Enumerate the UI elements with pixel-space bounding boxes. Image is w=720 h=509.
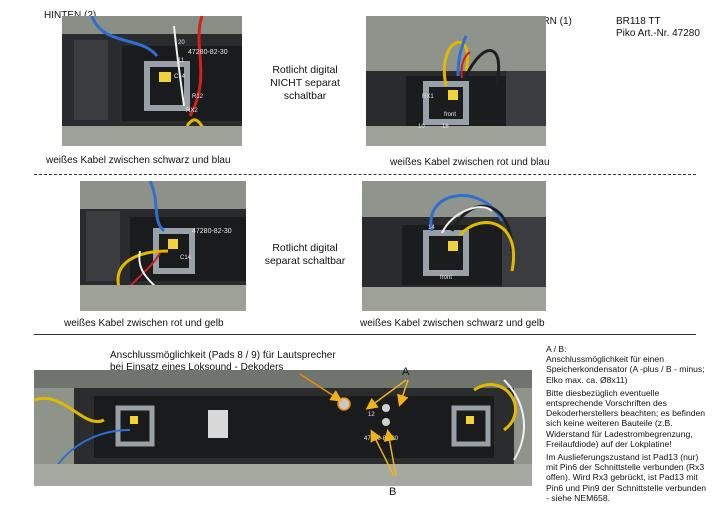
note-separate-line1: Rotlicht digital <box>272 242 338 254</box>
photo-hinten-mid: 47280-82-30 C14 <box>80 181 246 311</box>
caption-top-right: weißes Kabel zwischen rot und blau <box>390 157 550 168</box>
speaker-note-line2: bei Einsatz eines Loksound - Dekoders <box>110 362 284 373</box>
model-label: BR118 TT <box>616 16 661 27</box>
board-label-part-2: 47280-82-30 <box>192 228 232 235</box>
article-label: Piko Art.-Nr. 47280 <box>616 28 700 39</box>
photo-vorn-mid: 14 front <box>362 181 546 311</box>
side-notes-title: A / B: <box>546 344 567 354</box>
side-notes-para3: Im Auslieferungszustand ist Pad13 (nur) … <box>546 452 707 503</box>
board-label-c14: C14 <box>174 74 186 80</box>
side-notes: A / B: Anschlussmöglichkeit für einen Sp… <box>546 344 708 506</box>
note-separate-line2: separat schaltbar <box>264 255 346 267</box>
marker-a: A <box>402 366 410 378</box>
note-not-separate-line1: Rotlicht digital <box>272 64 338 76</box>
photo-hinten-top: 47280-82-30 C14 R12 RX2 11 20 <box>62 16 242 146</box>
caption-mid-right: weißes Kabel zwischen schwarz und gelb <box>360 318 545 329</box>
dashed-divider <box>34 174 696 175</box>
board-label-front-2: front <box>440 275 452 281</box>
board-label-rx2: RX2 <box>186 108 198 114</box>
board-label-rx1: RX1 <box>422 94 434 100</box>
side-notes-para1: Anschlussmöglichkeit für einen Speicherk… <box>546 354 705 385</box>
board-label-front: front <box>444 112 456 118</box>
caption-top-left: weißes Kabel zwischen schwarz und blau <box>46 155 231 166</box>
board-label-16: 16 <box>442 124 449 130</box>
board-label-11: 11 <box>178 58 185 64</box>
speaker-note-line1: Anschlussmöglichkeit (Pads 8 / 9) für La… <box>110 350 336 361</box>
hinten-label: HINTEN (2) <box>44 10 97 21</box>
side-notes-para2: Bitte diesbezüglich eventuelle entsprech… <box>546 387 706 449</box>
board-label-10: 10 <box>418 124 425 130</box>
board-label-r12: R12 <box>192 94 204 100</box>
board-label-part-3: 47280-82-30 <box>364 436 399 442</box>
board-label-c14-2: C14 <box>180 255 192 261</box>
vorn-label: VORN (1) <box>528 16 572 27</box>
solid-divider <box>34 334 696 335</box>
caption-mid-left: weißes Kabel zwischen rot und gelb <box>64 318 224 329</box>
note-not-separate-line3: schaltbar <box>283 90 327 102</box>
note-not-separate-line2: NICHT separat <box>270 77 340 89</box>
photo-full-board: 47280-82-30 12 <box>34 370 532 486</box>
note-separate: Rotlicht digital separat schaltbar <box>252 242 358 268</box>
board-label-20: 20 <box>178 40 185 46</box>
board-label-part: 47280-82-30 <box>188 49 228 56</box>
board-label-12: 12 <box>368 412 375 418</box>
marker-b: B <box>389 486 397 498</box>
photo-vorn-top: RX1 front 10 16 <box>366 16 546 146</box>
note-not-separate: Rotlicht digital NICHT separat schaltbar <box>252 64 358 103</box>
speaker-note: Anschlussmöglichkeit (Pads 8 / 9) für La… <box>110 350 336 374</box>
board-label-14: 14 <box>428 225 435 231</box>
